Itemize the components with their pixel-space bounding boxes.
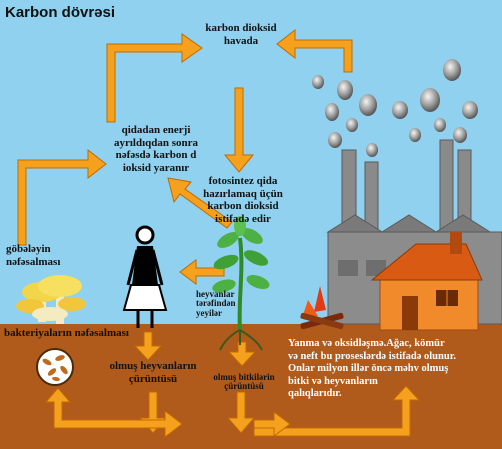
person xyxy=(122,225,168,328)
arrow-to-fossil-fuels xyxy=(253,385,421,437)
plant xyxy=(212,216,270,351)
arrow-plant-to-animal xyxy=(179,259,225,285)
mushrooms xyxy=(16,275,86,324)
arrow-co2-to-photosynthesis xyxy=(223,87,255,173)
label-photosynthesis: fotosintez qida hazırlamaq üçün karbon d… xyxy=(203,175,283,225)
label-dead-animals: olmuş heyvanların çürüntüsü xyxy=(109,360,197,385)
label-dead-plants: olmuş bitkilərin çürüntüsü xyxy=(213,372,275,392)
arrow-decay-to-fuel xyxy=(253,411,291,437)
label-energy-release: qidadan enerji ayrıldıqdan sonra nəfəsdə… xyxy=(113,124,199,174)
house xyxy=(370,232,483,331)
campfire xyxy=(300,286,344,330)
smoke xyxy=(312,59,478,157)
label-bacteria-respiration: bakteriyaların nəfəsalması xyxy=(4,327,129,339)
bacteria xyxy=(36,348,74,386)
diagram-title: Karbon dövrəsi xyxy=(5,4,116,21)
arrow-bacteria-loop xyxy=(44,387,183,439)
label-mushroom-respiration: göbələyin nəfəsalması xyxy=(6,243,61,268)
arrow-to-co2-air xyxy=(106,33,203,123)
label-co2-air: karbon dioksid havada xyxy=(205,22,277,47)
label-burning-fossil-fuels: Yanma və oksidləşmə.Ağac, kömür və neft … xyxy=(288,338,457,400)
arrow-plant-to-respiration xyxy=(167,177,233,229)
arrow-plant-to-decay xyxy=(227,341,257,367)
arrow-mushroom-to-respiration xyxy=(17,148,107,246)
label-eaten-by-animals: heyvanlar tərəfindən yeyilər xyxy=(196,289,236,318)
arrow-animal-to-decay xyxy=(133,331,163,361)
arrow-smoke-to-co2 xyxy=(276,28,353,73)
arrow-decay-plants-down xyxy=(226,391,256,434)
